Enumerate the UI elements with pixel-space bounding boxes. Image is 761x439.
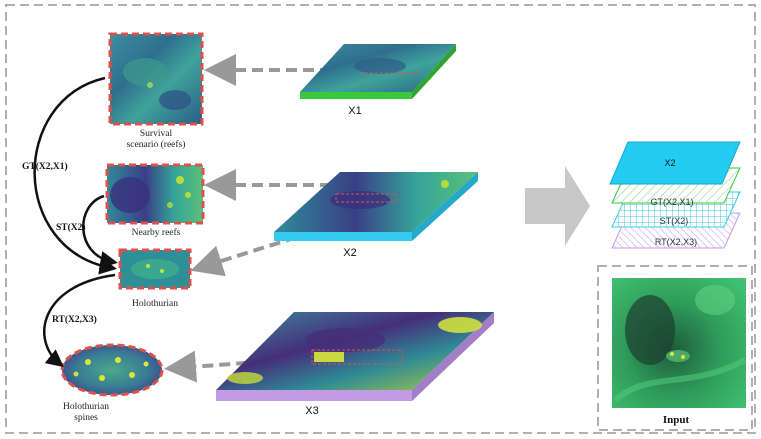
stack-rt-label: RT(X2,X3) — [655, 237, 697, 247]
input-label: Input — [663, 414, 690, 426]
relation-st-label: ST(X2) — [56, 222, 86, 233]
crop-nearby-label: Nearby reefs — [132, 227, 181, 238]
big-arrow — [525, 166, 590, 246]
layer-x2-label: X2 — [343, 247, 356, 259]
relation-gt-label: GT(X2,X1) — [22, 161, 68, 172]
stack-x2 — [609, 141, 741, 185]
relation-rt-label: RT(X2,X3) — [52, 314, 97, 325]
stack-gt-label: GT(X2,X1) — [650, 197, 693, 207]
crop-holothurian — [118, 248, 192, 290]
layer-x2 — [274, 172, 478, 241]
st-arc — [82, 194, 118, 269]
stack-x2-label: X2 — [664, 158, 675, 168]
crop-spines-label-line1: Holothurian — [63, 402, 109, 412]
crop-holothurian-label: Holothurian — [132, 299, 178, 309]
layer-x1 — [300, 44, 456, 99]
layer-x3-label: X3 — [305, 405, 318, 417]
crop-nearby-reefs — [105, 163, 205, 225]
stack-st-label: ST(X2) — [660, 216, 689, 226]
layer-x1-label: X1 — [348, 105, 361, 117]
crop-spines — [60, 343, 164, 397]
crop-survival-label-line2: scenario (reefs) — [127, 139, 186, 150]
gt-arc — [33, 76, 117, 275]
input-image — [612, 278, 747, 408]
input-frame — [597, 265, 753, 431]
layer-x3 — [216, 312, 494, 401]
crop-survival — [108, 32, 204, 126]
crop-spines-label-line2: spines — [74, 413, 98, 423]
crop-survival-label-line1: Survival — [140, 129, 173, 139]
rt-arc — [43, 273, 116, 368]
